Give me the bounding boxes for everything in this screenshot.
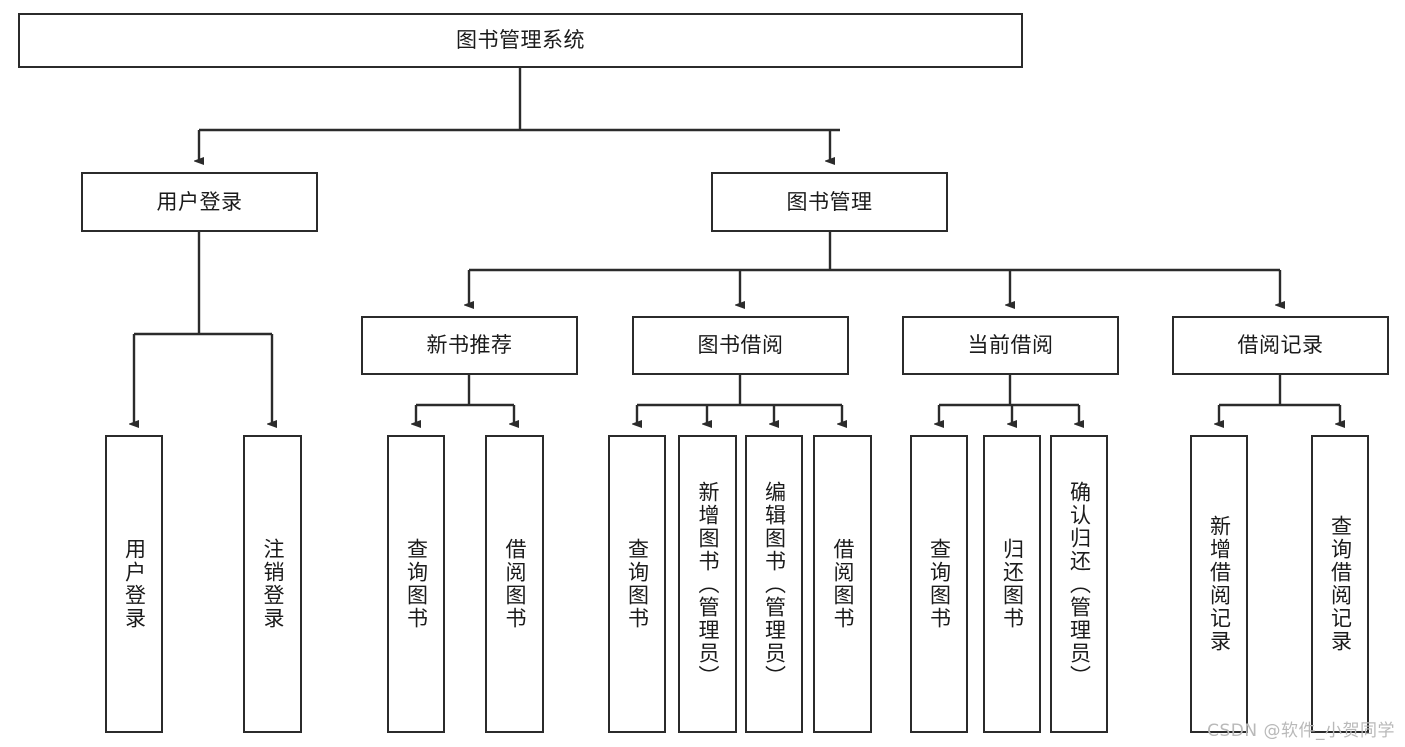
leaf-label: 查询图书 [927,538,952,630]
leaf-label: 查询借阅记录 [1328,515,1353,653]
node-new-book-recommend-label: 新书推荐 [426,333,513,358]
node-user-login[interactable]: 用户登录 [81,172,318,232]
leaf-query-book-current[interactable]: 查询图书 [910,435,968,733]
leaf-label: 借阅图书 [831,538,855,630]
leaf-label: 新增借阅记录 [1207,515,1232,653]
leaf-user-logout[interactable]: 注销登录 [243,435,302,733]
leaf-label: 归还图书 [1000,538,1025,630]
node-new-book-recommend[interactable]: 新书推荐 [361,316,578,375]
leaf-label: 编辑图书（管理员） [762,480,787,688]
node-user-login-label: 用户登录 [156,189,243,214]
leaf-label: 新增图书（管理员） [696,480,720,688]
node-borrow-record[interactable]: 借阅记录 [1172,316,1389,375]
node-current-borrow[interactable]: 当前借阅 [902,316,1119,375]
leaf-borrow-book[interactable]: 借阅图书 [813,435,872,733]
node-current-borrow-label: 当前借阅 [967,333,1054,358]
leaf-label: 查询图书 [404,538,429,630]
leaf-label: 注销登录 [261,538,285,630]
leaf-label: 用户登录 [122,538,147,630]
node-book-management[interactable]: 图书管理 [711,172,948,232]
node-book-borrow[interactable]: 图书借阅 [632,316,849,375]
watermark: CSDN @软件_小贺同学 [1207,721,1395,741]
leaf-label: 借阅图书 [503,538,527,630]
leaf-confirm-return-admin[interactable]: 确认归还（管理员） [1050,435,1108,733]
node-borrow-record-label: 借阅记录 [1237,333,1324,358]
leaf-borrow-book-recommend[interactable]: 借阅图书 [485,435,544,733]
leaf-label: 确认归还（管理员） [1067,480,1092,688]
leaf-add-book-admin[interactable]: 新增图书（管理员） [678,435,737,733]
node-root[interactable]: 图书管理系统 [18,13,1023,68]
node-book-borrow-label: 图书借阅 [697,333,784,358]
leaf-query-book-recommend[interactable]: 查询图书 [387,435,445,733]
leaf-return-book[interactable]: 归还图书 [983,435,1041,733]
node-root-label: 图书管理系统 [456,28,585,53]
leaf-edit-book-admin[interactable]: 编辑图书（管理员） [745,435,803,733]
leaf-query-book-borrow[interactable]: 查询图书 [608,435,666,733]
leaf-user-login[interactable]: 用户登录 [105,435,163,733]
leaf-label: 查询图书 [625,538,650,630]
leaf-add-borrow-record[interactable]: 新增借阅记录 [1190,435,1248,733]
leaf-query-borrow-record[interactable]: 查询借阅记录 [1311,435,1369,733]
node-book-management-label: 图书管理 [786,189,873,214]
